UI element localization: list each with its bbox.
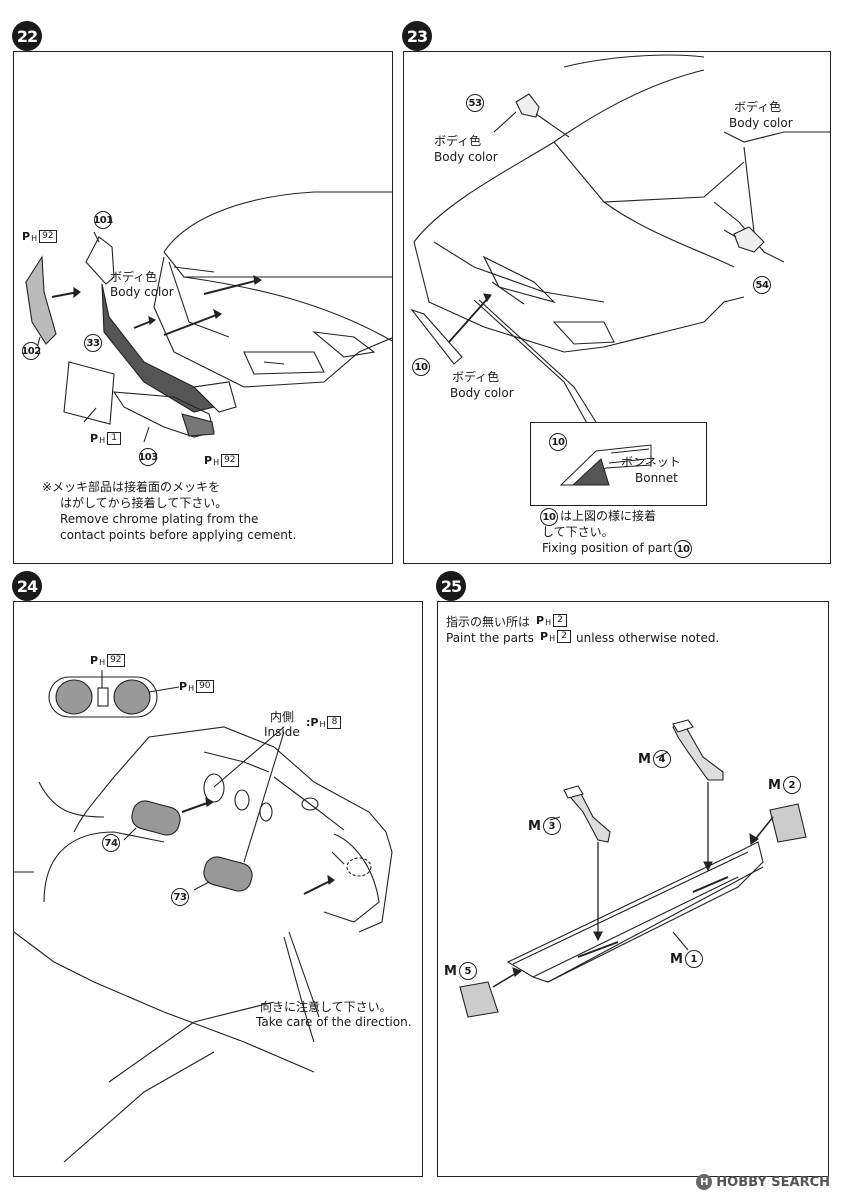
bonnet-en: Bonnet xyxy=(635,471,678,485)
note-en-line1: Remove chrome plating from the xyxy=(60,512,259,526)
part-54: 54 xyxy=(753,276,771,294)
hobby-search-watermark: H HOBBY SEARCH xyxy=(696,1174,830,1190)
direction-note-en: Take care of the direction. xyxy=(256,1015,412,1029)
detail-part-10: 10 xyxy=(549,433,567,451)
bonnet-detail-drawing xyxy=(559,444,652,486)
body-color-jp-left: ボディ色 xyxy=(434,134,482,148)
step-24-illustration xyxy=(14,670,393,1163)
part-74: 74 xyxy=(102,834,120,852)
note-en: Fixing position of part xyxy=(542,541,673,555)
step-number-25: 25 xyxy=(436,571,466,601)
hobby-search-logo-icon: H xyxy=(696,1174,713,1190)
body-color-jp: ボディ色 xyxy=(110,270,158,284)
detail-inset-box: 10 ボンネット Bonnet xyxy=(530,422,707,506)
body-color-jp-right: ボディ色 xyxy=(734,100,782,114)
paint-note-jp: 指示の無い所は xyxy=(446,615,531,629)
step-number-22: 22 xyxy=(12,21,42,51)
step-number-23: 23 xyxy=(402,21,432,51)
paint-note-en-pre: Paint the parts xyxy=(446,631,534,645)
inside-jp: 内側 xyxy=(270,710,295,724)
part-102: 102 xyxy=(21,342,41,360)
note-en-line2: contact points before applying cement. xyxy=(60,528,297,542)
note-jp-2: して下さい。 xyxy=(542,525,614,539)
paint-note-en-post: unless otherwise noted. xyxy=(576,631,720,645)
part-53: 53 xyxy=(466,94,484,112)
step-23-illustration xyxy=(410,54,830,428)
part-101: 101 xyxy=(93,211,113,229)
step-23-panel: 10 ボンネット Bonnet 53 54 10 ボディ色 Body color… xyxy=(403,51,831,564)
body-color-en: Body color xyxy=(110,285,174,299)
part-10: 10 xyxy=(412,358,430,376)
body-color-en-left: Body color xyxy=(434,150,498,164)
part-73: 73 xyxy=(171,888,189,906)
bonnet-jp: ボンネット xyxy=(621,455,681,469)
note-part-10: 10 xyxy=(540,508,558,526)
step-number-24: 24 xyxy=(12,571,42,601)
part-103: 103 xyxy=(138,448,158,466)
note-en-part-10: 10 xyxy=(674,540,692,558)
step-22-illustration xyxy=(25,191,392,443)
body-color-en-bottom: Body color xyxy=(450,386,514,400)
body-color-en-right: Body color xyxy=(729,116,793,130)
step-25-illustration xyxy=(459,719,807,1018)
inside-en: Inside xyxy=(264,725,300,739)
note-jp-line1: ※メッキ部品は接着面のメッキを xyxy=(42,480,221,494)
note-jp-line2: はがしてから接着して下さい。 xyxy=(60,496,228,510)
direction-note-jp: 向きに注意して下さい。 xyxy=(260,1000,392,1014)
note-jp-1: は上図の様に接着 xyxy=(560,509,657,523)
watermark-text: HOBBY SEARCH xyxy=(716,1174,830,1190)
part-33: 33 xyxy=(84,334,102,352)
body-color-jp-bottom: ボディ色 xyxy=(452,370,500,384)
